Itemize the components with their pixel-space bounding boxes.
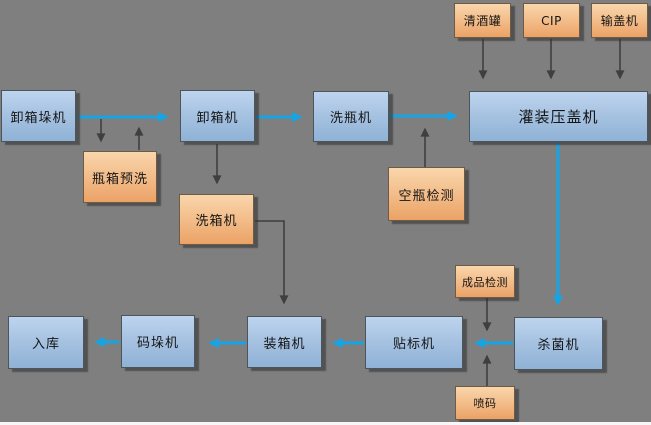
node-crate-washer: 洗箱机 bbox=[179, 194, 254, 245]
canvas-bottom-edge bbox=[0, 422, 651, 425]
node-palletizer: 码垛机 bbox=[121, 315, 195, 368]
node-clear-beer-tank: 清酒罐 bbox=[454, 3, 511, 38]
node-warehouse: 入库 bbox=[8, 316, 84, 369]
node-bottle-washer: 洗瓶机 bbox=[313, 91, 389, 142]
node-sterilizer: 杀菌机 bbox=[514, 317, 603, 370]
node-filler-capper: 灌装压盖机 bbox=[469, 91, 648, 142]
node-inkjet-coder: 喷码 bbox=[455, 386, 515, 420]
arrow-crate-washer-to-case-packer bbox=[255, 220, 289, 305]
node-unload-depalletizer: 卸箱垛机 bbox=[1, 90, 76, 142]
node-cap-feeder: 输盖机 bbox=[591, 3, 648, 38]
node-empty-bottle-check: 空瓶检测 bbox=[388, 167, 465, 221]
node-finished-check: 成品检测 bbox=[455, 265, 515, 298]
node-decrater: 卸箱机 bbox=[180, 90, 255, 142]
node-cip: CIP bbox=[523, 3, 580, 38]
node-case-packer: 装箱机 bbox=[247, 316, 322, 368]
node-box-prewash: 瓶箱预洗 bbox=[83, 151, 157, 203]
node-labeller: 贴标机 bbox=[365, 316, 463, 369]
